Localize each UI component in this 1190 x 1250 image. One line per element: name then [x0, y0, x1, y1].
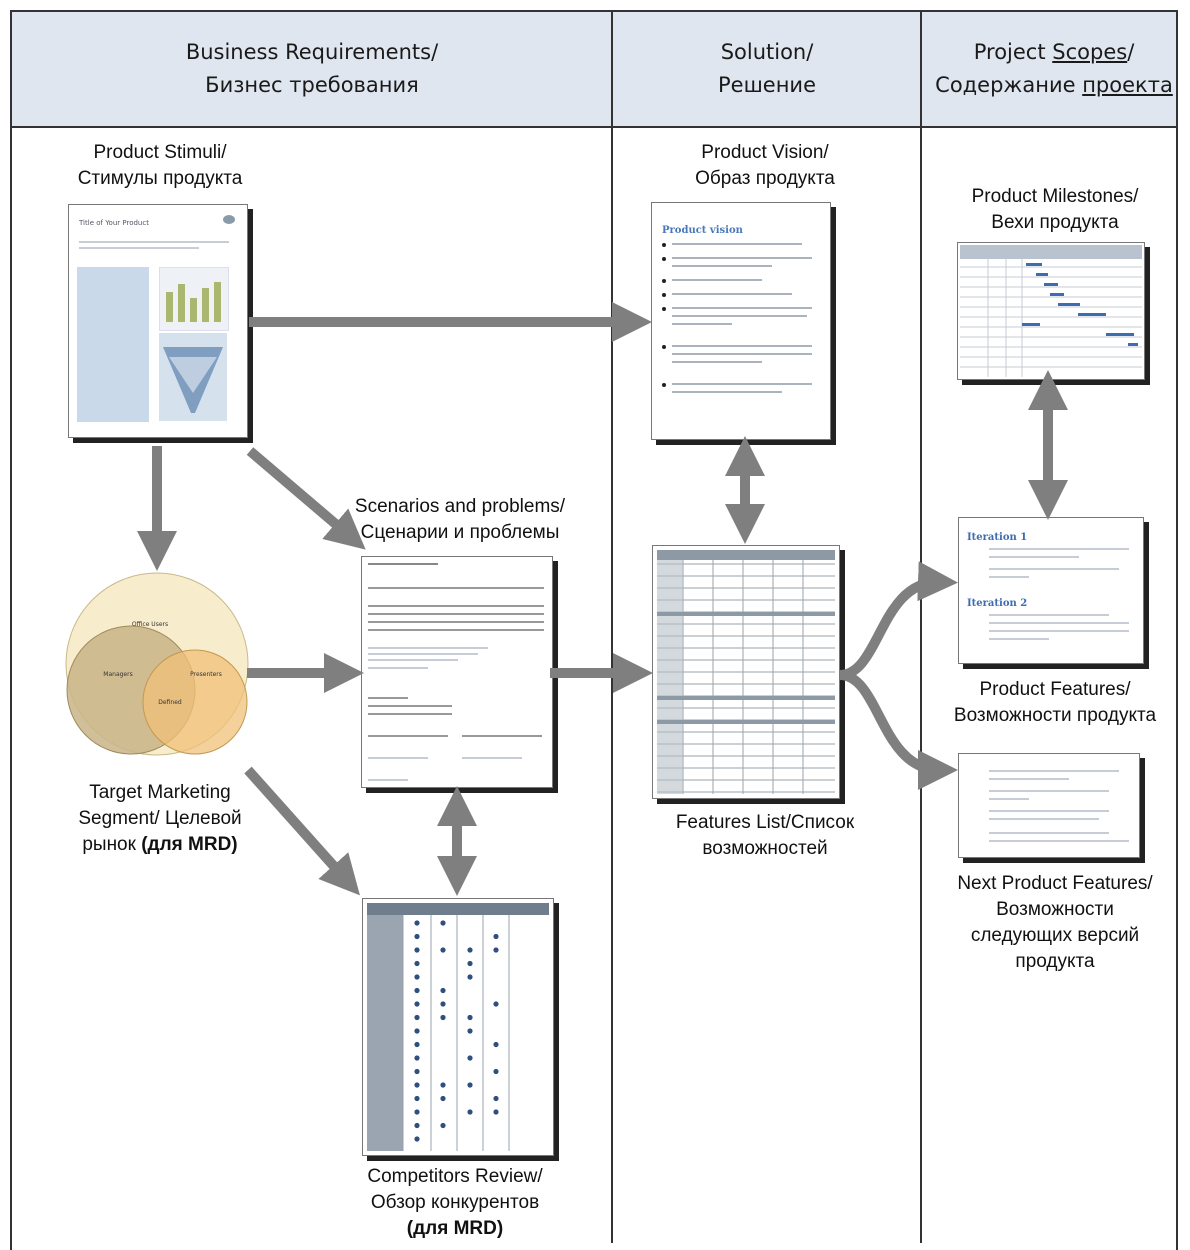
competitor-dot [414, 920, 420, 926]
label-scenarios: Scenarios and problems/Сценарии и пробле… [354, 496, 566, 543]
competitor-dot [440, 1122, 446, 1129]
competitor-dot [493, 947, 499, 953]
competitor-dot [414, 1001, 420, 1007]
competitor-dot [414, 1055, 420, 1061]
competitor-dot [414, 1095, 420, 1102]
column-header-business-line2: Бизнес требования [205, 73, 419, 97]
competitor-dot [414, 947, 420, 953]
competitor-dot [414, 960, 420, 967]
competitor-dot [440, 987, 446, 994]
competitor-dot [440, 1014, 446, 1021]
column-header-scopes-line1: Project Scopes/ [973, 40, 1135, 64]
label-next-features: Next Product Features/Возможности следую… [957, 873, 1153, 972]
column-header-business: Business Requirements/ Бизнес требования [12, 36, 612, 102]
iteration-1-title: Iteration 1 [967, 532, 1028, 543]
competitor-dot [414, 1122, 420, 1129]
column-header-solution: Solution/ Решение [613, 36, 921, 102]
competitor-dot [440, 1082, 446, 1088]
competitor-dot [440, 1095, 446, 1102]
vision-doc-title: Product vision [662, 225, 743, 236]
logo-icon [223, 215, 235, 224]
stimuli-side-panel [77, 267, 149, 422]
milestones-thumbnail [957, 242, 1145, 380]
competitor-dot [467, 947, 473, 953]
iteration-2-title: Iteration 2 [967, 598, 1028, 609]
column-header-business-line1: Business Requirements/ [185, 40, 439, 64]
gantt-chart-icon [960, 245, 1142, 377]
competitor-dot [493, 1109, 499, 1115]
label-product-stimuli: Product Stimuli/Стимулы продукта [77, 142, 243, 189]
scenarios-thumbnail [361, 556, 553, 788]
stimuli-bar-chart-icon [159, 267, 229, 331]
competitor-dot [414, 974, 420, 980]
label-competitors: Competitors Review/Обзор конкурентов(для… [367, 1166, 543, 1239]
competitor-dot [440, 947, 446, 953]
competitor-dot [467, 1028, 473, 1034]
iterations-thumbnail: Iteration 1 Iteration 2 [958, 517, 1144, 664]
competitor-dot [467, 1082, 473, 1088]
label-product-vision: Product Vision/Образ продукта [695, 142, 835, 189]
product-stimuli-thumbnail: Title of Your Product [68, 204, 248, 438]
competitor-dot [414, 1109, 420, 1115]
features-list-thumbnail [652, 545, 840, 799]
competitor-dot [414, 933, 420, 940]
stimuli-doc-title: Title of Your Product [79, 219, 149, 227]
header-band [12, 12, 1176, 128]
column-header-solution-line1: Solution/ [720, 40, 814, 64]
competitor-dot [414, 1014, 420, 1021]
features-grid [657, 560, 835, 794]
competitor-dot [493, 1041, 499, 1048]
column-header-solution-line2: Решение [717, 73, 817, 97]
competitor-dot [493, 1068, 499, 1075]
label-milestones: Product Milestones/Вехи продукта [971, 186, 1139, 233]
competitor-dot [414, 987, 420, 994]
label-product-features: Product Features/Возможности продукта [953, 679, 1157, 726]
competitor-dot [414, 1068, 420, 1075]
competitor-dot [414, 1082, 420, 1088]
competitor-dot [414, 1028, 420, 1034]
competitor-dot [440, 920, 446, 926]
column-divider-2 [920, 10, 922, 1243]
competitor-dot [467, 1014, 473, 1021]
competitor-dot [414, 1041, 420, 1048]
competitor-dot [467, 1055, 473, 1061]
column-header-scopes-line2: Содержание проекта [935, 73, 1173, 97]
competitor-dot [493, 1001, 499, 1007]
competitor-dot [467, 960, 473, 967]
column-header-project-scopes: Project Scopes/ Содержание проекта [922, 36, 1186, 102]
competitor-dot [493, 933, 499, 940]
stimuli-funnel-icon [159, 333, 227, 421]
competitor-dot [467, 974, 473, 980]
competitors-thumbnail [362, 898, 554, 1156]
competitor-dot [440, 1001, 446, 1007]
diagram-frame [10, 10, 1178, 1250]
next-iterations-thumbnail [958, 753, 1140, 858]
competitors-grid [367, 915, 510, 1151]
product-vision-thumbnail: Product vision [651, 202, 831, 440]
competitor-dot [414, 1136, 420, 1142]
column-divider-1 [611, 10, 613, 1243]
competitor-dot [467, 1109, 473, 1115]
competitor-dot [493, 1095, 499, 1102]
